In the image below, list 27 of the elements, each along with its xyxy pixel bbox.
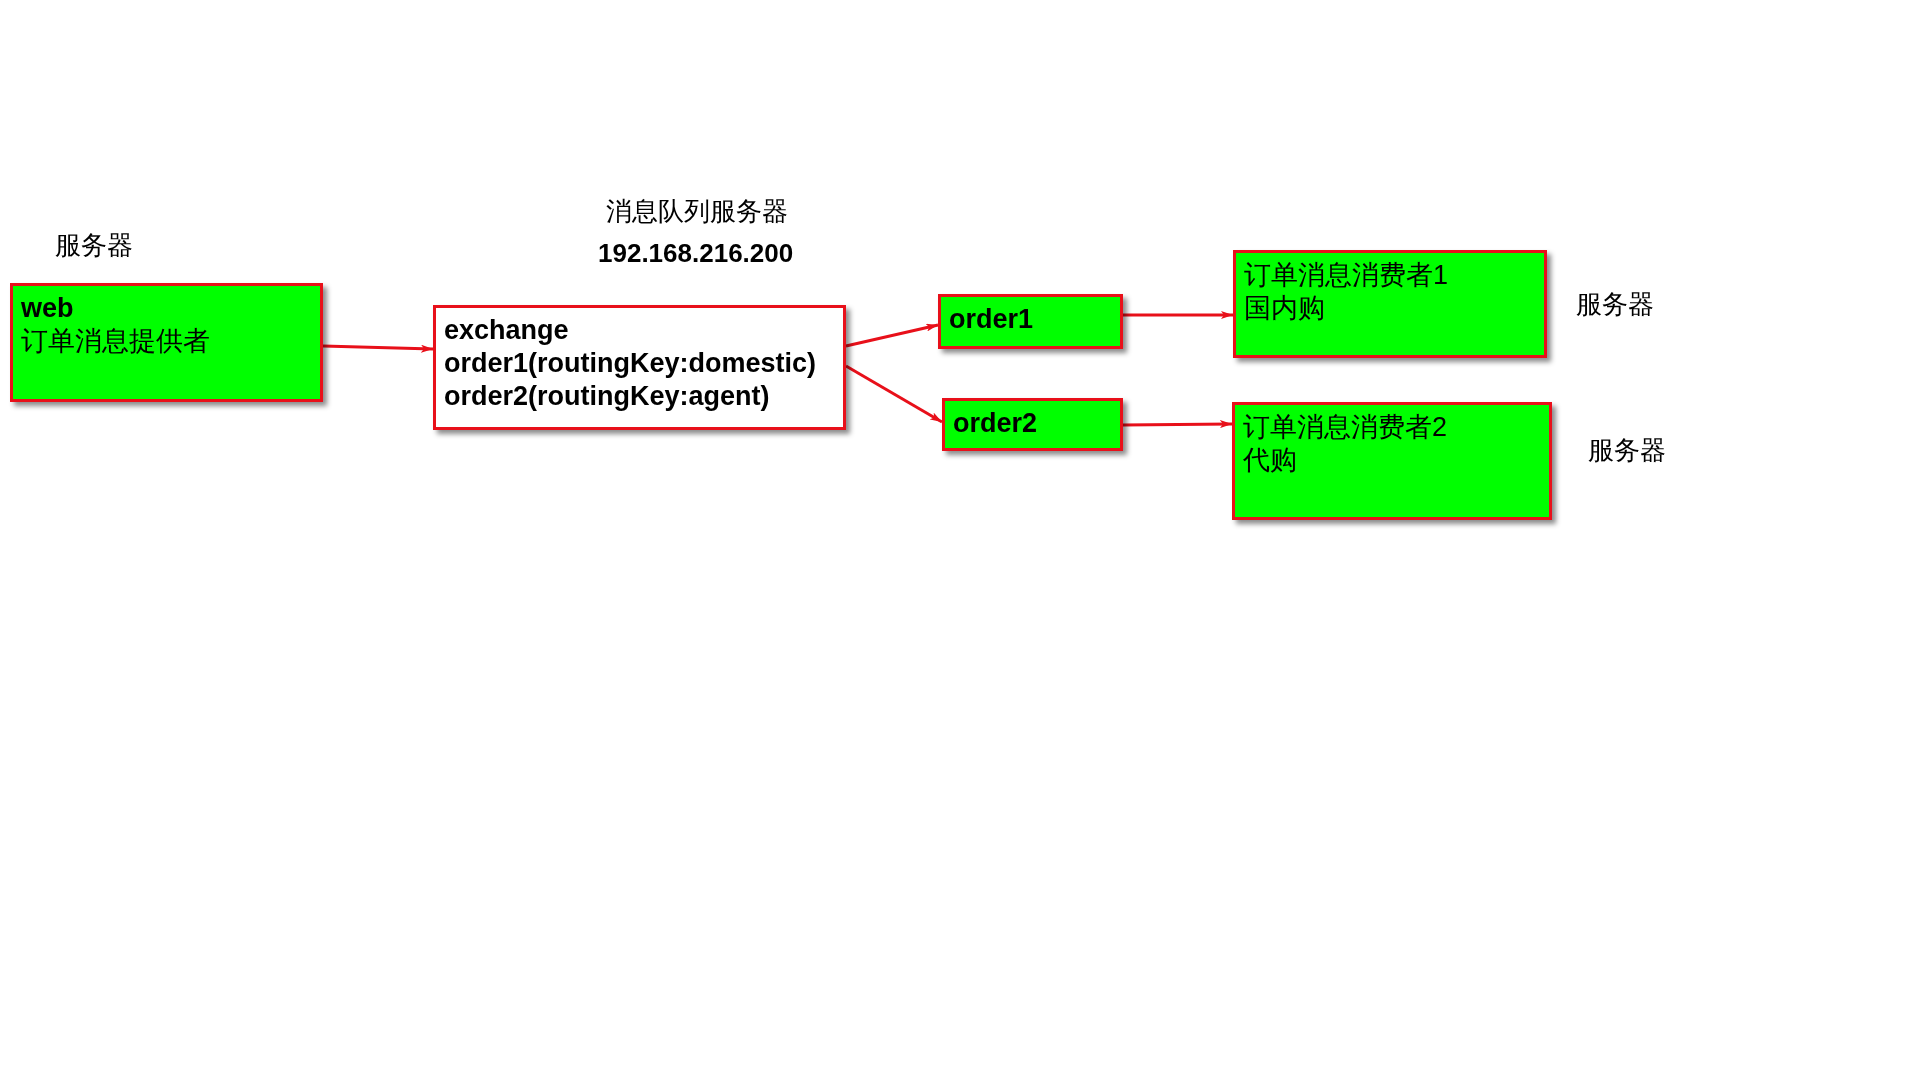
process-box <box>1233 250 1547 358</box>
arrow <box>322 344 434 353</box>
box-text: 代购 <box>1243 444 1297 477</box>
arrow <box>1123 420 1232 429</box>
process-box <box>1232 402 1552 520</box>
process-box <box>942 398 1123 451</box>
box-text: 订单消息消费者2 <box>1243 411 1448 444</box>
caption-text: 服务器 <box>1576 288 1654 321</box>
box-text: 订单消息消费者1 <box>1244 259 1449 292</box>
arrow <box>845 364 943 424</box>
box-text: order1 <box>949 303 1034 336</box>
caption-text: 服务器 <box>55 229 133 262</box>
process-box <box>938 294 1123 349</box>
box-text: order1(routingKey:domestic) <box>444 347 817 380</box>
caption-text: 服务器 <box>1588 434 1666 467</box>
box-text: order2 <box>953 407 1038 440</box>
arrow <box>845 323 939 348</box>
box-text: order2(routingKey:agent) <box>444 380 770 413</box>
box-text: web <box>21 292 74 325</box>
process-box <box>433 305 846 430</box>
arrow <box>1123 311 1233 319</box>
caption-text: 192.168.216.200 <box>598 238 794 269</box>
box-text: 国内购 <box>1244 292 1325 325</box>
caption-text: 消息队列服务器 <box>606 195 788 228</box>
box-text: 订单消息提供者 <box>21 325 210 358</box>
process-box <box>10 283 323 402</box>
box-text: exchange <box>444 314 569 347</box>
